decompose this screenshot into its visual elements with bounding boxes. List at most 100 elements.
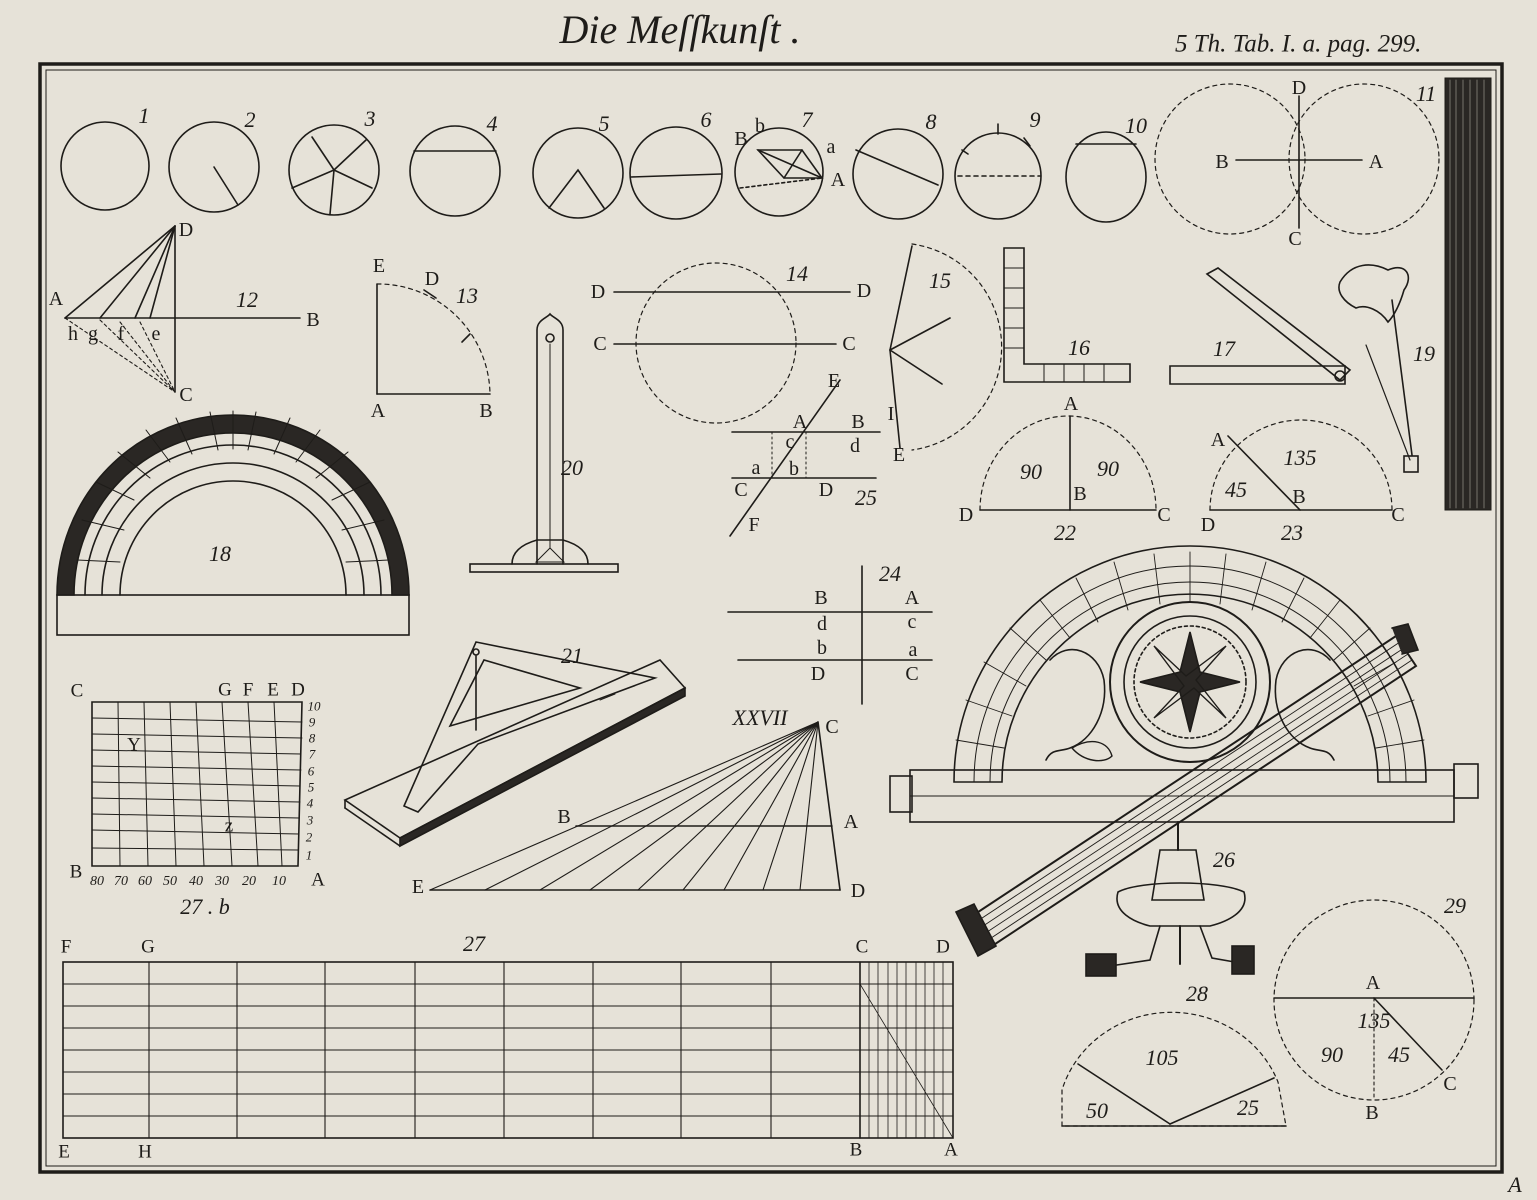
- fig-24-r1-right: A: [904, 587, 920, 609]
- fig-29-label-C: C: [1443, 1073, 1457, 1095]
- fig-17: [1169, 267, 1352, 385]
- fig-29-number: 29: [1444, 893, 1466, 918]
- fig-2: [168, 121, 260, 213]
- fig-29-angle-45: 45: [1388, 1042, 1410, 1067]
- fig-12-label-e: e: [151, 323, 161, 345]
- fig-12-label-A: A: [48, 288, 64, 310]
- plate-border: [38, 62, 1504, 1174]
- fig-27b-bscale-30: 30: [215, 874, 229, 889]
- fig-23-label-C: C: [1391, 504, 1405, 526]
- fig-20: [469, 312, 619, 573]
- fig-2-number: 2: [244, 107, 256, 132]
- fig-27b-label-E: E: [267, 679, 279, 701]
- fig-3-number: 3: [364, 106, 376, 131]
- fig-25: [729, 379, 881, 537]
- fig-27b-bscale-10: 10: [272, 874, 286, 889]
- fig-25-label-B: B: [851, 411, 865, 433]
- fig-13-label-A: A: [370, 400, 386, 422]
- fig-29-angle-135: 135: [1357, 1008, 1391, 1033]
- fig-18: [56, 410, 410, 636]
- fig-12: [64, 225, 301, 393]
- fig-28: [1061, 1011, 1287, 1127]
- fig-28-angle-105: 105: [1145, 1045, 1179, 1070]
- fig-27-label-G: G: [141, 936, 155, 958]
- fig-23-label-A: A: [1210, 429, 1226, 451]
- fig-27b-bscale-40: 40: [189, 874, 203, 889]
- fig-12-label-C: C: [179, 384, 193, 406]
- fig-27b-rscale-8: 8: [308, 730, 316, 746]
- fig-23-angle-135: 135: [1283, 445, 1317, 470]
- fig-27b-bscale-70: 70: [114, 874, 128, 889]
- fig-27b-rscale-5: 5: [307, 779, 315, 795]
- fig-19: [1338, 264, 1419, 473]
- fig-14: [613, 262, 851, 424]
- fig-29-label-B: B: [1365, 1102, 1379, 1124]
- fig-13-number: 13: [456, 283, 478, 308]
- fig-27b-label-C: C: [70, 680, 84, 702]
- fig-23-label-D: D: [1200, 514, 1216, 536]
- fig-7-label-A: A: [830, 169, 846, 191]
- fig-11: [1154, 83, 1440, 235]
- fig-7-number: 7: [801, 107, 813, 132]
- fig-26-instrument: [889, 545, 1479, 977]
- fig-22-angle-right: 90: [1097, 456, 1119, 481]
- fig-12-label-g: g: [88, 323, 98, 345]
- fig-11-label-A: A: [1368, 151, 1384, 173]
- fig-12-label-B: B: [306, 309, 320, 331]
- fig-23-number: 23: [1281, 520, 1303, 545]
- fig-14-label-C-left: C: [593, 333, 607, 355]
- fig-xxvii-label-E: E: [411, 876, 425, 898]
- fig-10-number: 10: [1125, 113, 1147, 138]
- fig-24-r3-left: b: [817, 637, 827, 659]
- fig-25-number: 25: [855, 485, 877, 510]
- corner-letter: A: [1508, 1172, 1522, 1197]
- fig-22-label-D: D: [958, 504, 974, 526]
- fig-27b-label-Y: Y: [127, 734, 141, 756]
- fig-13-label-D: D: [424, 268, 440, 290]
- fig-25-label-a: a: [751, 457, 761, 479]
- fig-27-label-A: A: [944, 1139, 958, 1161]
- fig-24-r4-right: C: [905, 663, 919, 685]
- fig-27b-rscale-4: 4: [306, 795, 314, 811]
- fig-19-number: 19: [1413, 341, 1435, 366]
- fig-12-number: 12: [236, 287, 258, 312]
- right-edge-bar: [1444, 77, 1492, 511]
- fig-11-label-D: D: [1291, 77, 1307, 99]
- fig-25-label-D: D: [818, 479, 834, 501]
- fig-27b-label-B: B: [69, 861, 83, 883]
- fig-21-number: 21: [561, 643, 583, 668]
- fig-4-number: 4: [486, 111, 498, 136]
- fig-27-label-F: F: [60, 936, 72, 958]
- fig-27-label-B: B: [849, 1139, 863, 1161]
- fig-xxvii: [429, 721, 841, 891]
- fig-5: [532, 127, 624, 219]
- fig-14-label-D-right: D: [856, 280, 872, 302]
- fig-27-label-E: E: [58, 1141, 70, 1163]
- fig-22-angle-left: 90: [1020, 459, 1042, 484]
- fig-24-r1-left: B: [814, 587, 828, 609]
- fig-11-label-B: B: [1215, 151, 1229, 173]
- fig-25-label-E: E: [827, 370, 841, 392]
- fig-25-label-C: C: [734, 479, 748, 501]
- fig-27b-rscale-6: 6: [307, 763, 315, 779]
- fig-22-number: 22: [1054, 520, 1076, 545]
- fig-7-label-B: B: [734, 128, 748, 150]
- fig-21: [343, 641, 687, 848]
- fig-22-label-A: A: [1063, 393, 1079, 415]
- fig-27b-number: 27 . b: [180, 894, 230, 919]
- fig-16-number: 16: [1068, 335, 1090, 360]
- fig-20-number: 20: [561, 455, 583, 480]
- fig-15: [889, 243, 1003, 451]
- fig-23-angle-45: 45: [1225, 477, 1247, 502]
- fig-24-r3-right: a: [908, 639, 918, 661]
- fig-22-label-B: B: [1073, 483, 1087, 505]
- fig-27b-rscale-10: 10: [307, 698, 321, 714]
- fig-27b-label-z: z: [224, 815, 234, 837]
- fig-29-angle-90: 90: [1321, 1042, 1343, 1067]
- fig-3: [288, 124, 380, 216]
- fig-xxvii-number: XXVII: [732, 705, 788, 730]
- fig-xxvii-label-C: C: [825, 716, 839, 738]
- fig-13-label-B: B: [479, 400, 493, 422]
- fig-9-number: 9: [1029, 107, 1041, 132]
